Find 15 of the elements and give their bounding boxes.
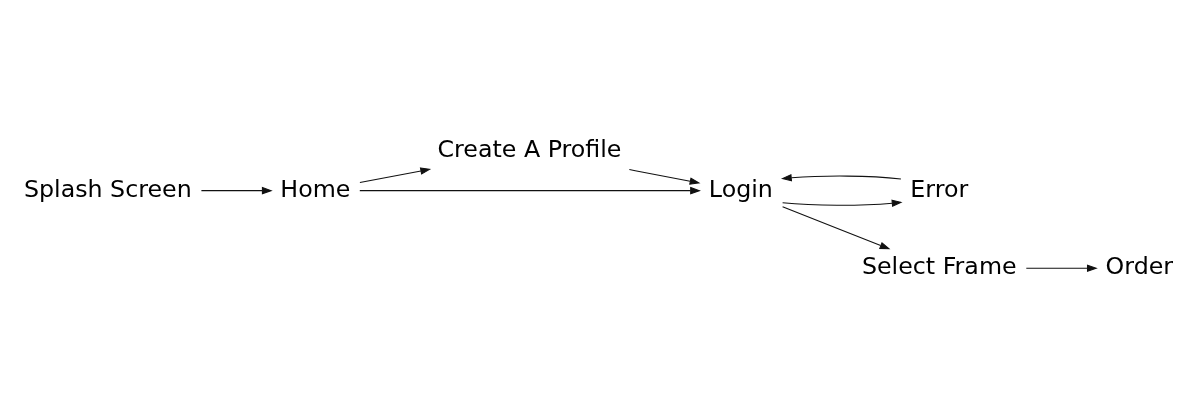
arrow bbox=[782, 198, 903, 207]
arrow bbox=[1025, 264, 1098, 272]
node-text: Error bbox=[910, 174, 969, 203]
arrow bbox=[628, 168, 701, 185]
node-text: Login bbox=[708, 174, 773, 203]
arrow bbox=[200, 186, 273, 194]
arrow bbox=[359, 186, 701, 194]
node-text: Order bbox=[1105, 251, 1174, 280]
arrow bbox=[780, 173, 902, 182]
node-text: Create A Profile bbox=[437, 134, 622, 163]
node-text: Splash Screen bbox=[23, 174, 192, 203]
arrow bbox=[359, 166, 432, 183]
node-text: Select Frame bbox=[861, 251, 1017, 280]
arrow bbox=[782, 205, 891, 249]
node-text: Home bbox=[280, 174, 351, 203]
